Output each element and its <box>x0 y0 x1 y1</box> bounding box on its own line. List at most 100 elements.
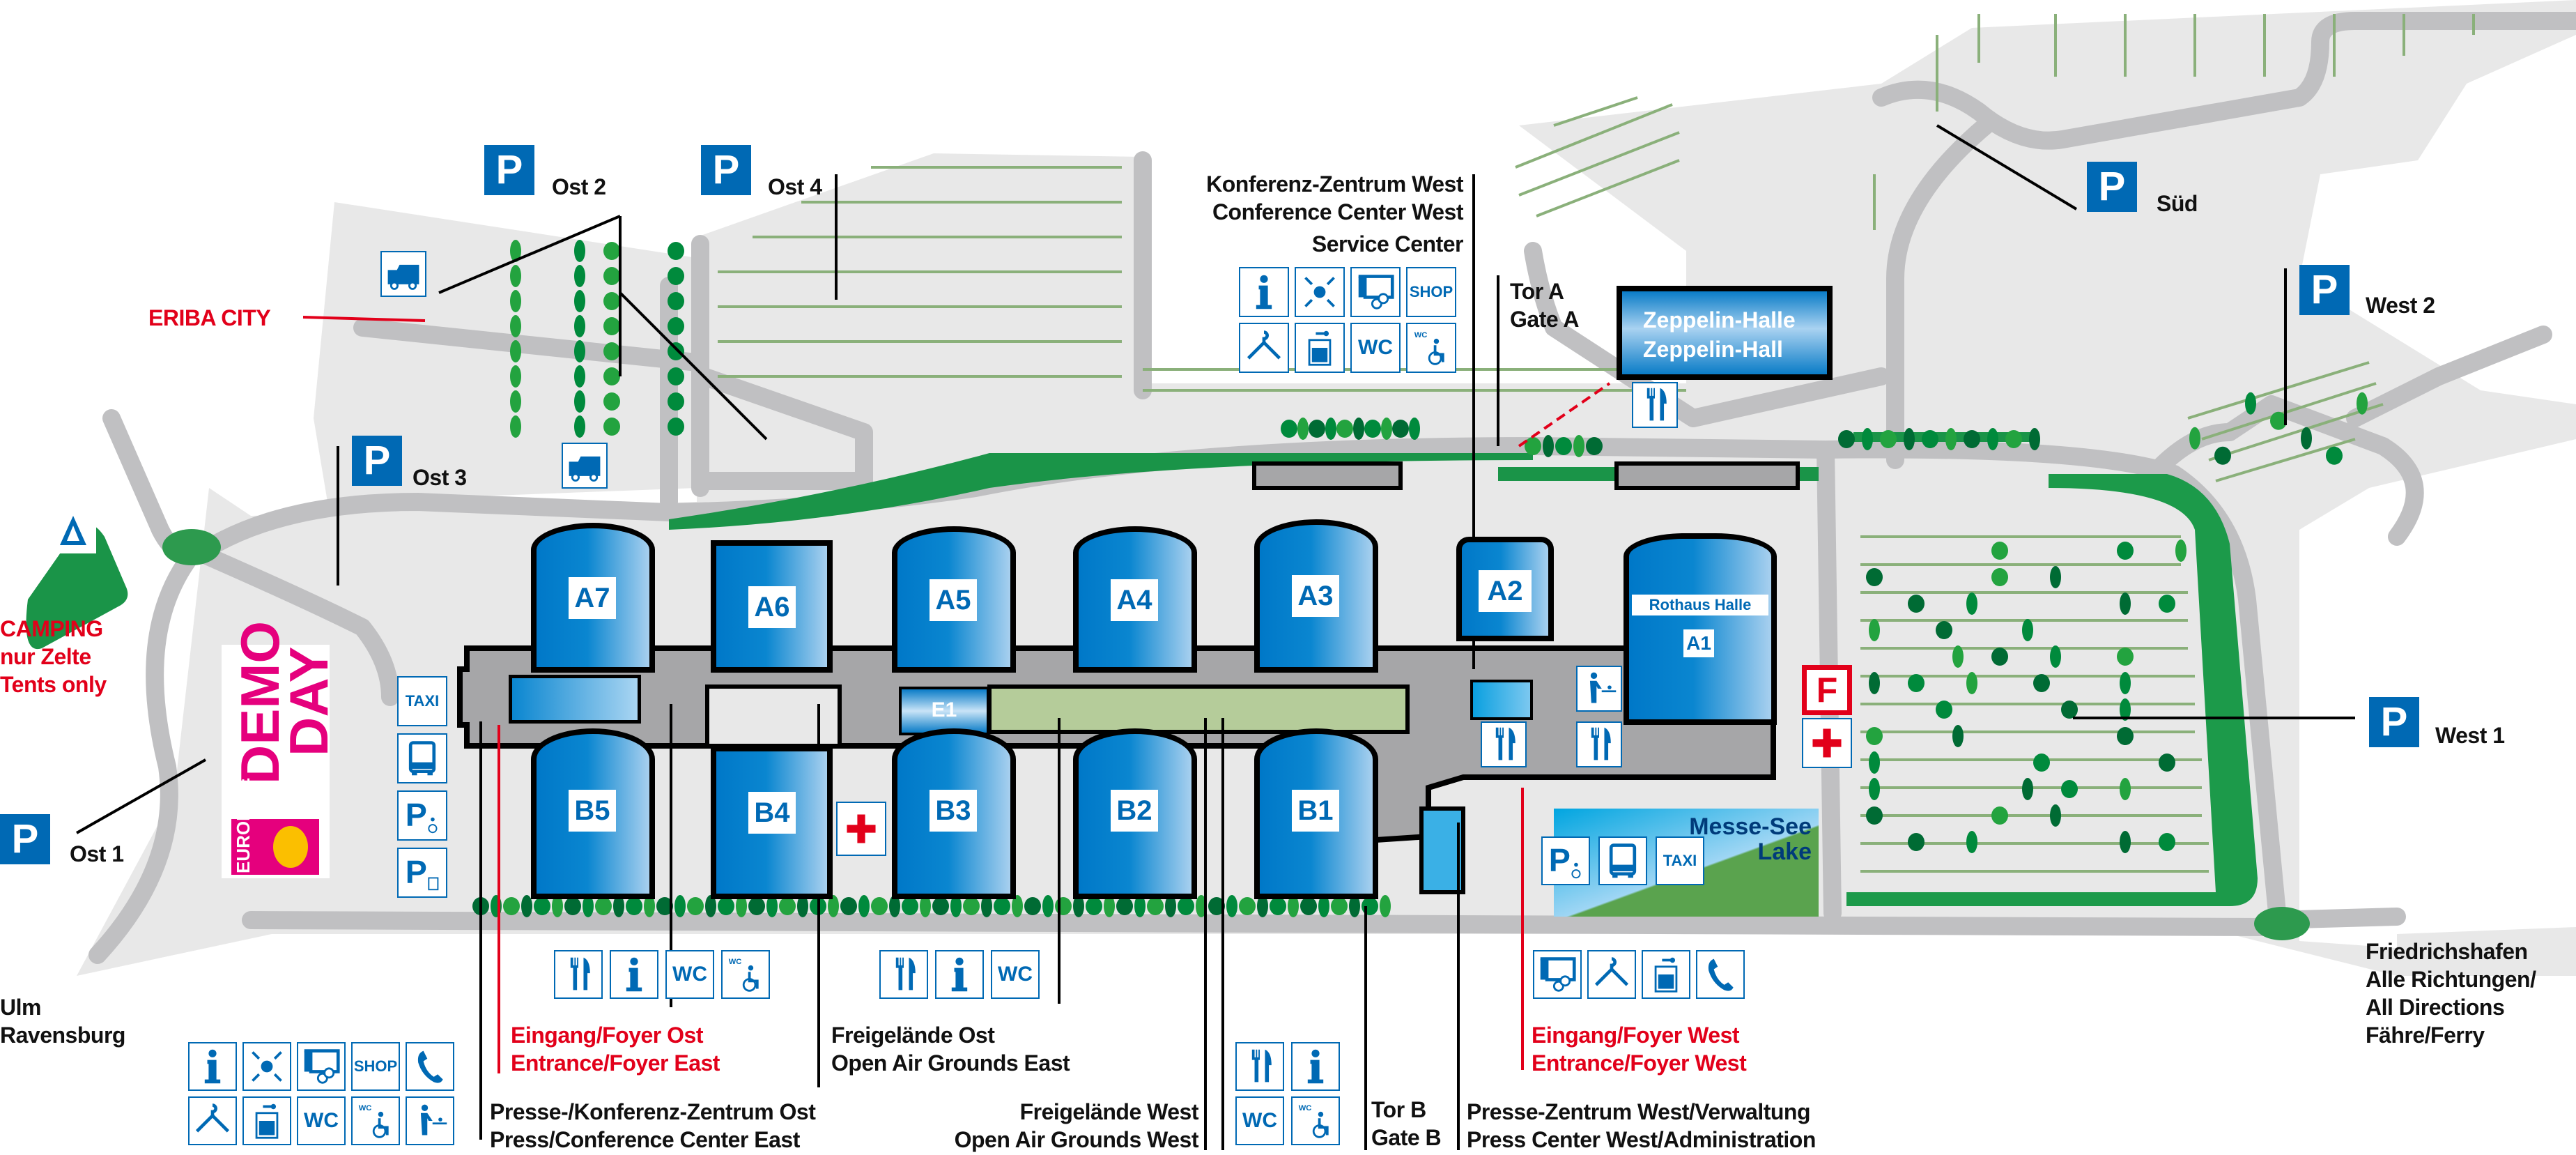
restaurant-icon[interactable] <box>1632 382 1678 428</box>
wc-accessible-icon[interactable]: WC <box>1406 323 1456 373</box>
restaurant-icon[interactable] <box>1235 1042 1284 1091</box>
trees <box>472 240 2368 917</box>
phone-icon[interactable] <box>406 1042 454 1091</box>
cloakroom-icon[interactable] <box>1239 323 1289 373</box>
info-icon[interactable] <box>935 950 984 999</box>
parking-sign-ost4[interactable]: P <box>701 145 751 195</box>
camper-van-icon[interactable] <box>562 443 608 489</box>
tree <box>1288 895 1299 917</box>
hall-a6[interactable]: A6 <box>711 540 833 673</box>
messe-see-de: Messe-See <box>1689 813 1812 840</box>
tree <box>583 895 594 917</box>
taxi-icon[interactable]: TAXI <box>1656 836 1704 885</box>
luggage-icon[interactable] <box>1295 323 1345 373</box>
parking-sign-west1[interactable]: P <box>2369 697 2419 747</box>
fire-station-sign[interactable]: F <box>1802 665 1852 715</box>
wc-accessible-icon[interactable]: WC <box>721 950 770 999</box>
camping-tent-sign[interactable] <box>50 507 96 553</box>
hall-a2[interactable]: A2 <box>1456 537 1554 641</box>
luggage-icon[interactable] <box>1642 950 1690 999</box>
parking-label-ost3: Ost 3 <box>412 465 467 490</box>
eurobike-logo: EUROBIKE <box>231 778 319 875</box>
parking-sign-ost1[interactable]: P <box>0 814 50 864</box>
hall-a5[interactable]: A5 <box>892 526 1016 673</box>
parking-sign-ost2[interactable]: P <box>484 145 534 195</box>
tree <box>1936 621 1952 639</box>
wc-icon[interactable]: WC <box>297 1096 346 1145</box>
restaurant-icon[interactable] <box>879 950 928 999</box>
info-icon[interactable] <box>188 1042 237 1091</box>
meeting-point-icon[interactable] <box>1295 267 1345 317</box>
tree <box>2326 446 2343 465</box>
hall-a1-rothaus[interactable]: Rothaus Halle A1 <box>1624 533 1777 725</box>
parking-accessible-icon[interactable]: P <box>1541 836 1590 885</box>
wc-icon[interactable]: WC <box>991 950 1040 999</box>
hall-b3[interactable]: B3 <box>892 728 1016 899</box>
luggage-icon[interactable] <box>242 1096 291 1145</box>
tree <box>2117 727 2134 745</box>
wc-accessible-icon[interactable]: WC <box>351 1096 400 1145</box>
wc-accessible-icon[interactable]: WC <box>1291 1096 1340 1145</box>
baby-change-icon[interactable] <box>1576 666 1622 712</box>
baby-change-icon[interactable] <box>406 1096 454 1145</box>
parking-accessible-icon[interactable]: P <box>397 790 447 841</box>
parking-sign-sued[interactable]: P <box>2087 162 2137 212</box>
tree <box>1208 897 1225 915</box>
wc-icon[interactable]: WC <box>1235 1096 1284 1145</box>
hall-a4-label: A4 <box>1111 579 1158 621</box>
tree <box>2159 754 2175 772</box>
wc-icon[interactable]: WC <box>1350 323 1401 373</box>
restaurant-icon[interactable] <box>1481 721 1527 767</box>
tree <box>603 292 620 310</box>
info-icon[interactable] <box>1239 267 1289 317</box>
phone-icon[interactable] <box>1696 950 1745 999</box>
open-air-west-en: Open Air Grounds West <box>954 1127 1199 1152</box>
info-icon[interactable] <box>1291 1042 1340 1091</box>
zeppelin-label-en: Zeppelin-Hall <box>1643 337 1783 362</box>
hall-b2[interactable]: B2 <box>1073 728 1197 899</box>
tree <box>2117 542 2134 560</box>
shop-icon[interactable]: SHOP <box>1406 267 1456 317</box>
meeting-point-icon[interactable] <box>242 1042 291 1091</box>
hall-b1[interactable]: B1 <box>1254 728 1378 899</box>
foyer-east[interactable] <box>509 675 641 724</box>
hall-a1-label: A1 <box>1683 629 1714 657</box>
zeppelin-hall[interactable]: Zeppelin-Halle Zeppelin-Hall <box>1617 286 1833 380</box>
cash-machine-icon[interactable] <box>297 1042 346 1091</box>
hall-a4[interactable]: A4 <box>1073 526 1197 673</box>
hall-b4[interactable]: B4 <box>711 746 833 899</box>
hall-a7[interactable]: A7 <box>531 523 655 673</box>
parking-bus-icon[interactable]: P <box>397 848 447 898</box>
tree <box>534 897 550 915</box>
restaurant-icon[interactable] <box>554 950 603 999</box>
wc-icon[interactable]: WC <box>665 950 714 999</box>
tree <box>1300 897 1317 915</box>
tree <box>994 897 1010 915</box>
foyer-west[interactable] <box>1470 680 1533 720</box>
first-aid-sign-east[interactable] <box>836 802 886 856</box>
parking-label-sued: Süd <box>2157 191 2198 216</box>
bus-icon[interactable] <box>397 733 447 783</box>
cloakroom-icon[interactable] <box>1587 950 1636 999</box>
press-west-en: Press Center West/Administration <box>1467 1127 1816 1152</box>
tree <box>1838 430 1855 448</box>
hall-b5[interactable]: B5 <box>531 728 655 899</box>
hall-a3[interactable]: A3 <box>1254 519 1378 673</box>
restaurant-icon[interactable] <box>1576 721 1622 767</box>
parking-sign-west2[interactable]: P <box>2299 265 2350 315</box>
cloakroom-icon[interactable] <box>188 1096 237 1145</box>
demo-day-area[interactable]: DEMO DAY EUROBIKE <box>222 621 339 878</box>
press-east-de: Presse-/Konferenz-Zentrum Ost <box>490 1099 816 1124</box>
taxi-icon[interactable]: TAXI <box>397 676 447 726</box>
entrance-east-de: Eingang/Foyer Ost <box>511 1023 703 1048</box>
bus-icon[interactable] <box>1598 836 1647 885</box>
hall-b5-label: B5 <box>569 790 616 832</box>
cash-machine-icon[interactable] <box>1350 267 1401 317</box>
gate-a-en: Gate A <box>1510 307 1579 332</box>
cash-machine-icon[interactable] <box>1533 950 1582 999</box>
parking-sign-ost3[interactable]: P <box>352 436 402 486</box>
camper-van-icon[interactable] <box>380 251 426 297</box>
first-aid-sign[interactable] <box>1802 718 1852 768</box>
shop-icon[interactable]: SHOP <box>351 1042 400 1091</box>
info-icon[interactable] <box>610 950 658 999</box>
